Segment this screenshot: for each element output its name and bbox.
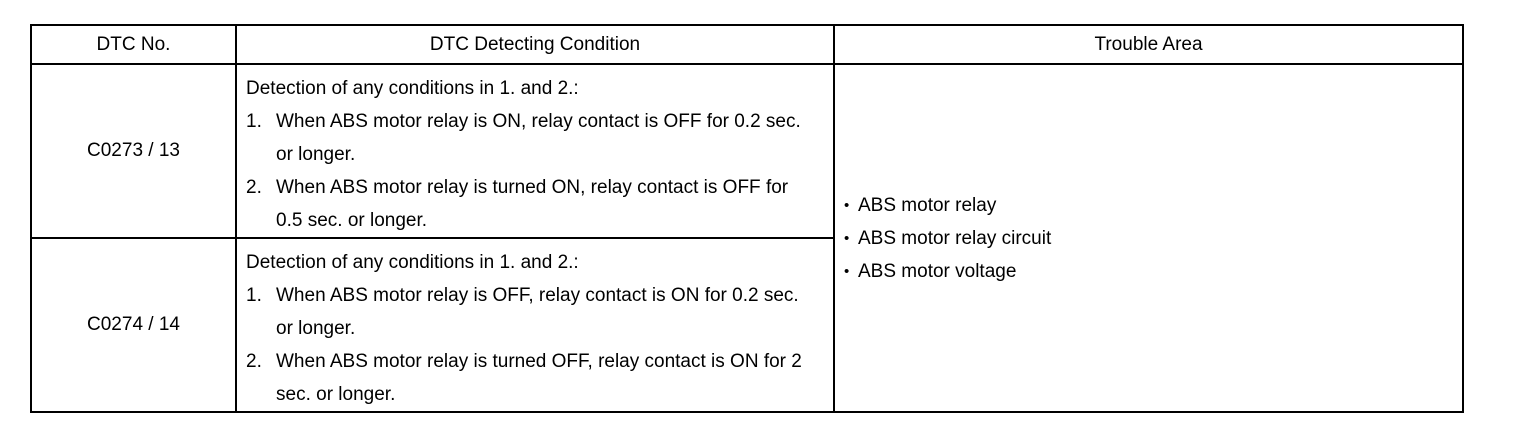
condition-number: 1. bbox=[246, 285, 262, 306]
table-header-row: DTC No. DTC Detecting Condition Trouble … bbox=[30, 24, 1464, 65]
header-dtc-no: DTC No. bbox=[30, 24, 237, 65]
condition-text: When ABS motor relay is ON, relay contac… bbox=[276, 111, 801, 165]
trouble-area-item: • ABS motor relay bbox=[844, 189, 1462, 222]
header-condition: DTC Detecting Condition bbox=[235, 24, 835, 65]
bullet-icon: • bbox=[844, 196, 850, 214]
condition-number: 2. bbox=[246, 177, 262, 198]
dtc-table: DTC No. DTC Detecting Condition Trouble … bbox=[30, 24, 1464, 413]
condition-text: When ABS motor relay is OFF, relay conta… bbox=[276, 285, 799, 339]
bullet-icon: • bbox=[844, 262, 850, 280]
condition-list: 1. When ABS motor relay is ON, relay con… bbox=[246, 105, 833, 237]
condition-list: 1. When ABS motor relay is OFF, relay co… bbox=[246, 279, 833, 411]
trouble-area-item: • ABS motor voltage bbox=[844, 255, 1462, 288]
condition-text: When ABS motor relay is turned OFF, rela… bbox=[276, 351, 802, 405]
table-row: C0274 / 14 Detection of any conditions i… bbox=[30, 237, 1463, 413]
detecting-condition: Detection of any conditions in 1. and 2.… bbox=[235, 237, 835, 413]
bullet-icon: • bbox=[844, 229, 850, 247]
condition-item: 2. When ABS motor relay is turned ON, re… bbox=[246, 171, 833, 237]
trouble-area-text: ABS motor relay bbox=[858, 194, 997, 216]
condition-intro: Detection of any conditions in 1. and 2.… bbox=[246, 78, 579, 99]
header-trouble-area: Trouble Area bbox=[833, 24, 1464, 65]
condition-item: 2. When ABS motor relay is turned OFF, r… bbox=[246, 345, 833, 411]
condition-item: 1. When ABS motor relay is OFF, relay co… bbox=[246, 279, 833, 345]
dtc-code: C0273 / 13 bbox=[30, 63, 237, 239]
dtc-code: C0274 / 14 bbox=[30, 237, 237, 413]
condition-item: 1. When ABS motor relay is ON, relay con… bbox=[246, 105, 833, 171]
condition-intro: Detection of any conditions in 1. and 2.… bbox=[246, 252, 579, 273]
condition-number: 2. bbox=[246, 351, 262, 372]
trouble-area-list: • ABS motor relay • ABS motor relay circ… bbox=[844, 189, 1462, 288]
condition-text: When ABS motor relay is turned ON, relay… bbox=[276, 177, 789, 231]
trouble-area-text: ABS motor relay circuit bbox=[858, 227, 1052, 249]
table-row: C0273 / 13 Detection of any conditions i… bbox=[30, 63, 1464, 413]
trouble-area-item: • ABS motor relay circuit bbox=[844, 222, 1462, 255]
trouble-area: • ABS motor relay • ABS motor relay circ… bbox=[833, 63, 1464, 413]
condition-number: 1. bbox=[246, 111, 262, 132]
detecting-condition: Detection of any conditions in 1. and 2.… bbox=[235, 63, 835, 239]
trouble-area-text: ABS motor voltage bbox=[858, 260, 1017, 282]
